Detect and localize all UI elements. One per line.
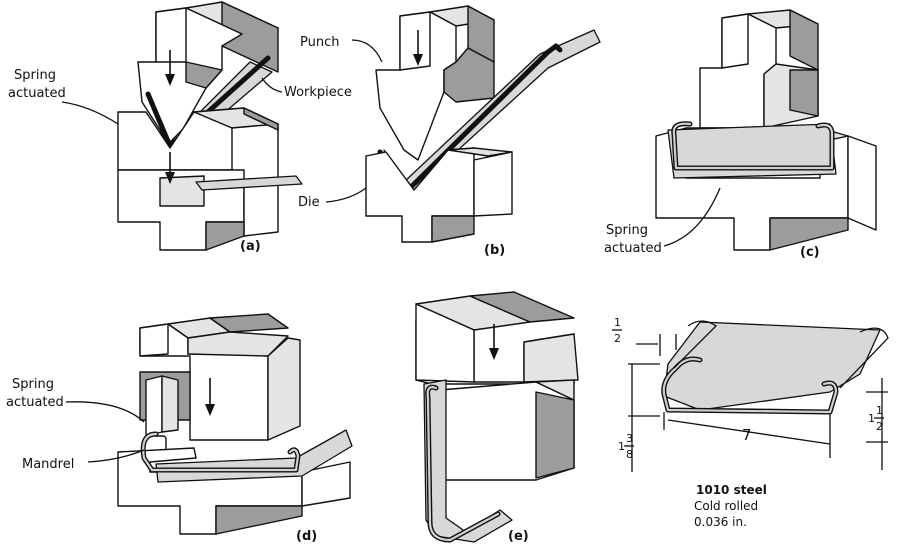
panel-d-mandrel-label: Mandrel bbox=[22, 457, 74, 472]
panel-a-die-lower bbox=[118, 170, 302, 250]
panel-f-dim-left-num: 3 bbox=[626, 432, 633, 445]
panel-e-punch bbox=[416, 292, 578, 384]
panel-d-caption: (d) bbox=[296, 529, 317, 544]
panel-d-mandrel bbox=[144, 376, 178, 456]
panel-f-material-3: 0.036 in. bbox=[694, 515, 747, 529]
panel-c-spring-label-2: actuated bbox=[604, 241, 662, 256]
panel-b-die bbox=[366, 148, 512, 242]
panel-e: (e) bbox=[416, 292, 578, 544]
panel-f-material-1: 1010 steel bbox=[696, 483, 767, 497]
panel-f-material-2: Cold rolled bbox=[694, 499, 758, 513]
panel-c-caption: (c) bbox=[800, 245, 820, 260]
panel-a-caption: (a) bbox=[240, 239, 261, 254]
panel-f-dim-left-den: 8 bbox=[626, 448, 633, 461]
panel-b-punch-label: Punch bbox=[300, 35, 339, 50]
panel-d-spring-label-2: actuated bbox=[6, 395, 64, 410]
panel-d-spring-leader bbox=[66, 402, 144, 422]
panel-f-dim-right-num: 1 bbox=[876, 404, 883, 417]
panel-a-spring-label-2: actuated bbox=[8, 86, 66, 101]
panel-f-dim-top-den: 2 bbox=[614, 332, 621, 345]
panel-f-dim-right-den: 2 bbox=[876, 420, 883, 433]
panel-c-spring-label-1: Spring bbox=[606, 223, 648, 238]
panel-f-profile bbox=[664, 321, 888, 412]
panel-f-dim-left-whole: 1 bbox=[618, 440, 625, 453]
panel-a-workpiece-leader bbox=[262, 78, 282, 92]
panel-b-punch bbox=[376, 6, 494, 160]
panel-b-die-label: Die bbox=[298, 195, 320, 210]
panel-d: Spring actuated Mandrel (d) bbox=[6, 314, 352, 544]
panel-e-motion-arrow bbox=[489, 324, 499, 360]
panel-c-punch bbox=[700, 10, 818, 128]
panel-a-spring-label-1: Spring bbox=[14, 68, 56, 83]
panel-c: Spring actuated (c) bbox=[604, 10, 876, 260]
panel-d-spring-label-1: Spring bbox=[12, 377, 54, 392]
panel-e-die bbox=[440, 380, 574, 480]
panel-a-spring-leader bbox=[62, 102, 118, 124]
panel-f-dim-top-num: 1 bbox=[614, 316, 621, 329]
panel-f-dim-right-whole: 1 bbox=[868, 412, 875, 425]
panel-f: 1 2 1 3 8 7 1 1 2 1010 steel Cold rolled… bbox=[612, 316, 888, 529]
panel-e-caption: (e) bbox=[508, 529, 529, 544]
panel-f-dim-width: 7 bbox=[742, 426, 752, 444]
panel-b-caption: (b) bbox=[484, 243, 505, 258]
panel-b-punch-leader bbox=[352, 40, 382, 62]
panel-b-die-leader bbox=[326, 188, 366, 202]
panel-c-workpiece bbox=[668, 124, 836, 178]
panel-b: Punch Die (b) bbox=[298, 6, 600, 258]
panel-a-workpiece-label: Workpiece bbox=[284, 85, 352, 100]
